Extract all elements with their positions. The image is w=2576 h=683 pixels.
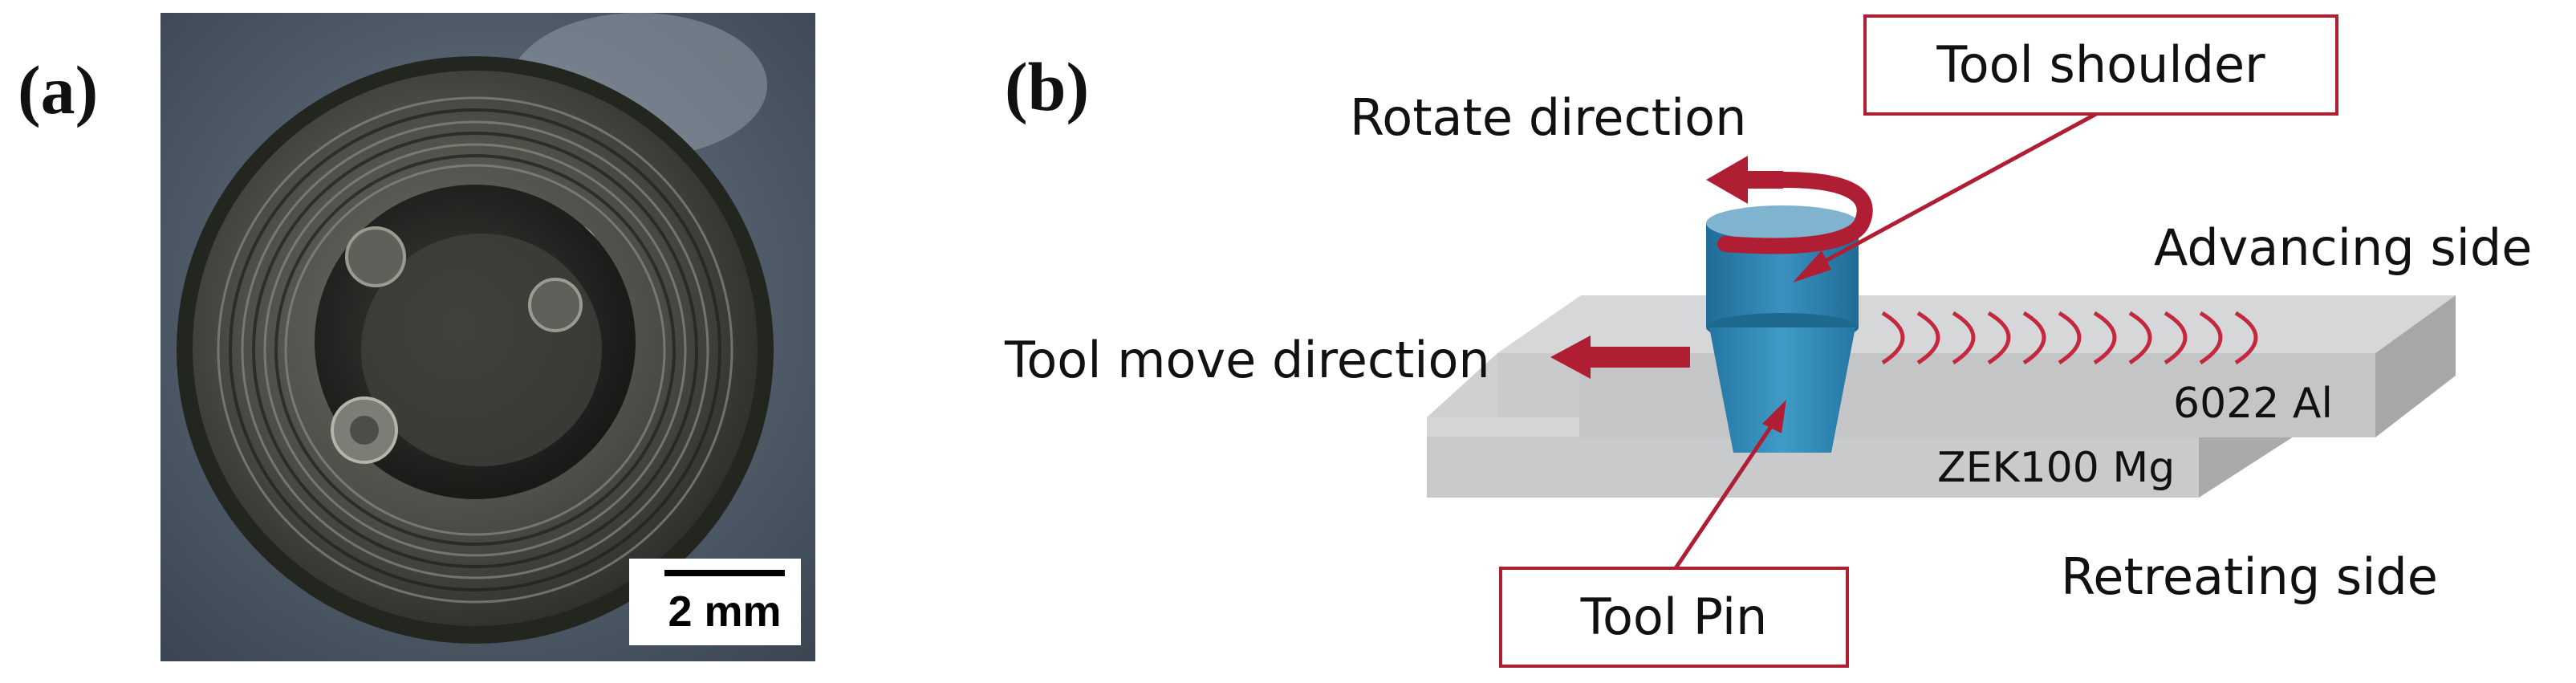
rotate-arrow	[1706, 156, 1873, 254]
tool-pin	[1709, 327, 1855, 453]
tool-photo: 2 mm	[160, 13, 815, 661]
scale-bar: 2 mm	[629, 559, 801, 645]
pin-flute-1	[345, 226, 406, 287]
panel-label-a: (a)	[18, 51, 99, 128]
tool-shoulder-label: Tool shoulder	[1936, 35, 2265, 94]
al-plate-label: 6022 Al	[2173, 380, 2333, 428]
panel-label-b: (b)	[1005, 48, 1090, 125]
mg-plate-label: ZEK100 Mg	[1937, 444, 2175, 492]
move-direction-arrow	[1550, 335, 1690, 379]
leader-pin	[1673, 400, 1786, 570]
retreating-side-label: Retreating side	[2061, 547, 2438, 606]
flow-arcs	[1881, 311, 2258, 365]
scale-bar-label: 2 mm	[668, 587, 781, 636]
tool-pin-callout-box	[1499, 567, 1849, 668]
leader-shoulder	[1793, 112, 2098, 283]
pin-flute-2	[528, 278, 583, 332]
advancing-side-label: Advancing side	[2154, 218, 2532, 277]
tool-move-direction-label: Tool move direction	[1004, 331, 1490, 389]
tool-pin-label: Tool Pin	[1580, 587, 1768, 646]
scale-bar-line	[664, 570, 785, 576]
rotate-direction-label: Rotate direction	[1350, 88, 1746, 147]
tool-shoulder-callout-box	[1863, 14, 2338, 116]
tool-shoulder	[1706, 205, 1859, 342]
